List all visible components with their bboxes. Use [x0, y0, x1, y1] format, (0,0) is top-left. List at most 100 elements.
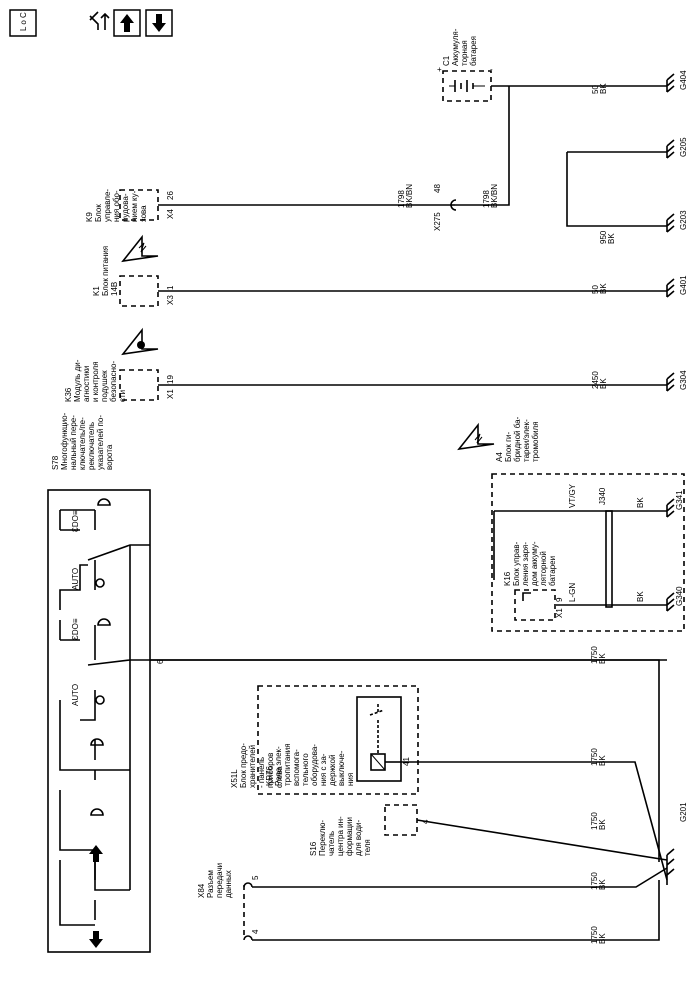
svg-text:BK: BK	[636, 497, 645, 508]
module-a4[interactable]	[491, 473, 685, 632]
svg-text:6: 6	[156, 659, 165, 664]
svg-text:оборудова-: оборудова-	[310, 744, 319, 786]
navigation-tools-icon[interactable]	[89, 11, 110, 30]
svg-text:1750: 1750	[590, 812, 599, 830]
svg-text:подушек: подушек	[100, 370, 109, 402]
svg-text:G404: G404	[679, 70, 688, 90]
svg-text:тромобиля: тромобиля	[531, 421, 540, 462]
auto-icon-2	[95, 695, 105, 705]
svg-text:AUTO: AUTO	[71, 684, 80, 706]
svg-text:1750: 1750	[590, 646, 599, 664]
svg-text:Блок управ-: Блок управ-	[512, 541, 521, 586]
svg-text:K9: K9	[85, 212, 94, 222]
svg-text:батареи: батареи	[548, 556, 557, 586]
ground-g201: G201	[666, 802, 688, 885]
svg-text:9: 9	[555, 597, 564, 602]
wire-s16	[416, 819, 668, 861]
switch-s78[interactable]	[47, 489, 151, 953]
wire-kr76	[401, 761, 668, 881]
svg-text:X275: X275	[433, 212, 442, 231]
arrow-up-icon	[120, 14, 134, 32]
svg-text:BK: BK	[607, 233, 616, 244]
svg-text:G201: G201	[679, 802, 688, 822]
svg-text:торная: торная	[460, 40, 469, 66]
legend-button[interactable]: L o C	[9, 9, 37, 37]
svg-text:ния обо-: ния обо-	[112, 190, 121, 222]
module-k16[interactable]: K16 Блок управ- ления заря- дом аккуму- …	[503, 541, 564, 621]
svg-text:ления заря-: ления заря-	[521, 542, 530, 586]
svg-text:Многофункцио-: Многофункцио-	[60, 412, 69, 470]
svg-text:5: 5	[251, 875, 260, 880]
svg-text:KR76: KR76	[265, 765, 274, 786]
svg-text:K1: K1	[92, 286, 101, 296]
svg-text:выключе-: выключе-	[337, 750, 346, 786]
svg-text:Блок питания: Блок питания	[101, 246, 110, 296]
svg-text:S16: S16	[309, 841, 318, 856]
svg-text:ляторной: ляторной	[539, 551, 548, 586]
svg-text:50: 50	[591, 285, 600, 294]
battery-plus: +	[437, 65, 442, 74]
arrow-down-button[interactable]	[145, 9, 173, 37]
ground-g401: G401	[666, 275, 688, 298]
svg-text:48: 48	[433, 184, 442, 193]
svg-text:указателей по-: указателей по-	[96, 415, 105, 470]
light-icon-1	[97, 498, 111, 506]
module-k36[interactable]: K36 Модуль ди- агностики и контроля поду…	[64, 359, 175, 402]
battery-c1[interactable]: + - C1 Аккумуля- торная батарея	[437, 28, 493, 102]
svg-text:A4: A4	[495, 452, 504, 462]
svg-text:центра ин-: центра ин-	[336, 816, 345, 856]
svg-text:чатель: чатель	[327, 831, 336, 856]
svg-text:S78: S78	[51, 455, 60, 470]
svg-text:хранителей: хранителей	[248, 745, 257, 788]
svg-text:Блок ги-: Блок ги-	[504, 432, 513, 462]
svg-text:безопасно-: безопасно-	[109, 361, 118, 402]
svg-text:нальный пере-: нальный пере-	[69, 415, 78, 470]
svg-text:1: 1	[166, 285, 175, 290]
svg-text:G304: G304	[679, 370, 688, 390]
drl-icon-2: ƐDO≡	[71, 618, 80, 640]
svg-text:G205: G205	[679, 137, 688, 157]
high-beam-icon	[90, 808, 104, 816]
wire-x84-pin5	[252, 867, 668, 888]
switch-blade-1	[87, 544, 150, 561]
ground-g340: G340	[666, 586, 684, 612]
svg-text:L-GN: L-GN	[568, 583, 577, 602]
svg-text:X3: X3	[166, 295, 175, 305]
battery-minus: -	[490, 65, 493, 74]
ground-g341: G341	[666, 490, 684, 518]
relay-kr76[interactable]	[356, 696, 402, 782]
svg-text:G401: G401	[679, 275, 688, 295]
svg-text:ворота: ворота	[105, 444, 114, 470]
svg-text:1798: 1798	[482, 190, 491, 208]
auto-icon-1	[95, 578, 105, 588]
svg-text:ния: ния	[346, 773, 355, 786]
wire-g205-g203	[566, 151, 667, 227]
svg-text:41: 41	[402, 757, 411, 766]
svg-text:X84: X84	[197, 883, 206, 898]
arrow-up-button[interactable]	[113, 9, 141, 37]
svg-text:реключатель: реключатель	[87, 422, 96, 470]
svg-text:Реле элек-: Реле элек-	[274, 746, 283, 786]
svg-text:зова: зова	[139, 205, 148, 222]
svg-text:G341: G341	[675, 490, 684, 510]
fuse-block-x51l[interactable]	[257, 685, 419, 795]
svg-text:сти: сти	[118, 390, 127, 402]
svg-text:2450: 2450	[591, 371, 600, 389]
svg-text:ния с за-: ния с за-	[319, 753, 328, 786]
ground-g205: G205	[666, 137, 688, 159]
svg-text:14В: 14В	[110, 282, 119, 296]
svg-text:X51L: X51L	[230, 769, 239, 788]
svg-text:приборов: приборов	[266, 753, 275, 788]
svg-text:батарея: батарея	[469, 36, 478, 66]
ground-symbol-icon	[522, 592, 531, 601]
ground-g304: G304	[666, 370, 688, 392]
svg-text:Блок предо-: Блок предо-	[239, 743, 248, 788]
svg-text:BK: BK	[598, 819, 607, 830]
ground-g203: G203	[666, 210, 688, 233]
switch-s16[interactable]: S16 Переклю- чатель центра ин- формации …	[309, 804, 430, 856]
module-k1[interactable]: K1 Блок питания 14В X3 1	[92, 246, 175, 307]
svg-text:BK: BK	[598, 879, 607, 890]
module-k9[interactable]: K9 Блок управле- ния обо- рудова- нием к…	[85, 189, 175, 222]
svg-text:Аккумуля-: Аккумуля-	[451, 28, 460, 66]
